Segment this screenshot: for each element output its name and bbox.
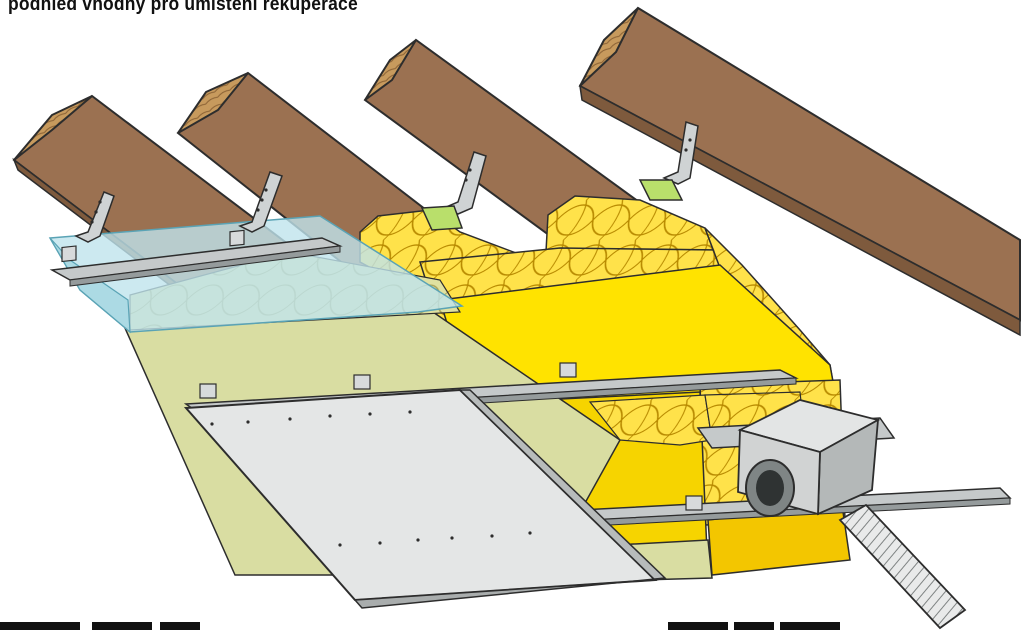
hanger-3 <box>420 151 487 231</box>
hanger-4 <box>638 121 699 201</box>
metal-profile-upper <box>49 229 343 287</box>
diagram-caption: podhled vhodný pro umístění rekuperace <box>8 0 358 15</box>
hanger-1 <box>74 191 115 243</box>
hanger-2 <box>238 171 283 233</box>
vapor-barrier-foil <box>48 215 465 334</box>
bottom-black-blocks <box>0 622 840 630</box>
flexible-duct-hose <box>838 503 967 630</box>
ventilation-duct-nozzle <box>745 459 795 517</box>
ceiling-board-panel <box>183 388 667 609</box>
